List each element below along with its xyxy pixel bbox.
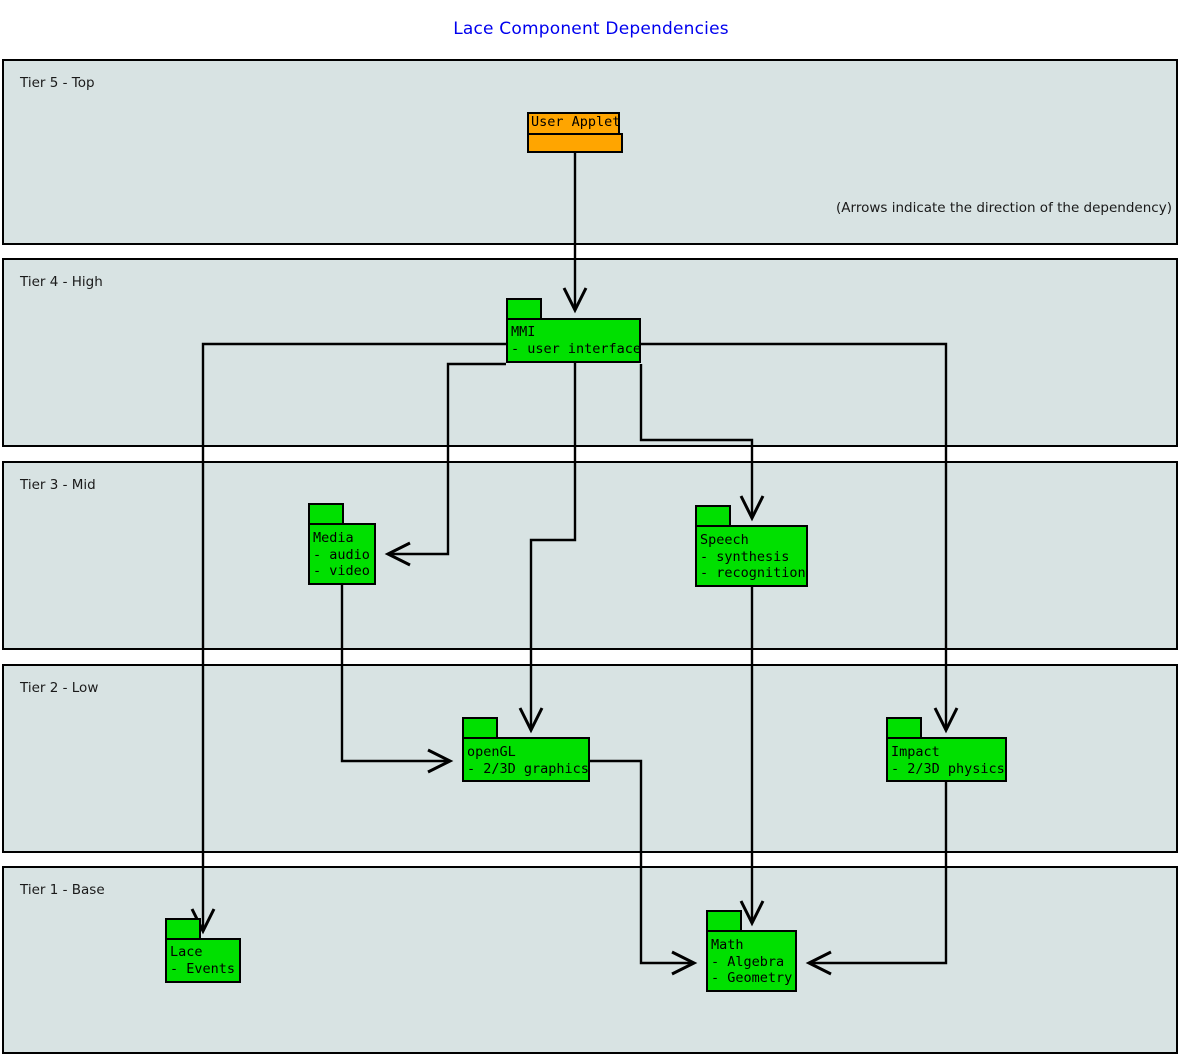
tier-label-tier5: Tier 5 - Top [20, 75, 95, 91]
component-label-math: Math - Algebra - Geometry [711, 937, 793, 987]
tier-label-tier2: Tier 2 - Low [20, 680, 99, 696]
component-label-media: Media - audio - video [313, 530, 370, 580]
dependency-media-to-opengl [340, 585, 454, 774]
component-body-opengl [462, 737, 590, 782]
component-body-user-applet [527, 133, 623, 153]
dependency-mmi-to-media [384, 362, 506, 567]
component-body-lace [165, 938, 241, 983]
component-label-mmi: MMI - user interface [511, 324, 642, 357]
component-label-user-applet: User Applet [531, 114, 621, 130]
tier-label-tier4: Tier 4 - High [20, 274, 103, 290]
dependency-opengl-to-math [590, 759, 698, 976]
component-body-media [308, 523, 376, 585]
component-tab-math [706, 910, 742, 930]
tier-label-tier3: Tier 3 - Mid [20, 477, 96, 493]
tier-tier3: Tier 3 - Mid [2, 461, 1178, 650]
component-body-math [706, 930, 797, 992]
dependency-mmi-to-opengl [518, 363, 577, 734]
component-tab-user-applet [527, 112, 620, 133]
legend-note: (Arrows indicate the direction of the de… [836, 200, 1172, 216]
dependency-speech-to-math [739, 587, 765, 927]
component-tab-media [308, 503, 344, 523]
component-tab-mmi [506, 298, 542, 318]
dependency-impact-to-math [805, 782, 948, 976]
component-label-lace: Lace - Events [170, 944, 236, 977]
dependency-mmi-to-impact [641, 342, 959, 734]
component-tab-lace [165, 918, 201, 938]
dependency-applet-to-mmi [562, 153, 588, 314]
tier-tier2: Tier 2 - Low [2, 664, 1178, 853]
tier-label-tier1: Tier 1 - Base [20, 882, 105, 898]
dependency-mmi-to-lace [190, 342, 506, 935]
page-title: Lace Component Dependencies [453, 19, 729, 39]
component-label-speech: Speech - synthesis - recognition [700, 532, 806, 582]
component-label-impact: Impact - 2/3D physics [891, 744, 1005, 777]
component-body-speech [695, 525, 808, 587]
component-label-opengl: openGL - 2/3D graphics [467, 744, 589, 777]
component-tab-impact [886, 717, 922, 737]
component-body-impact [886, 737, 1007, 782]
dependency-mmi-to-speech [639, 364, 765, 522]
component-tab-speech [695, 505, 731, 525]
component-body-mmi [506, 318, 641, 363]
component-tab-opengl [462, 717, 498, 737]
